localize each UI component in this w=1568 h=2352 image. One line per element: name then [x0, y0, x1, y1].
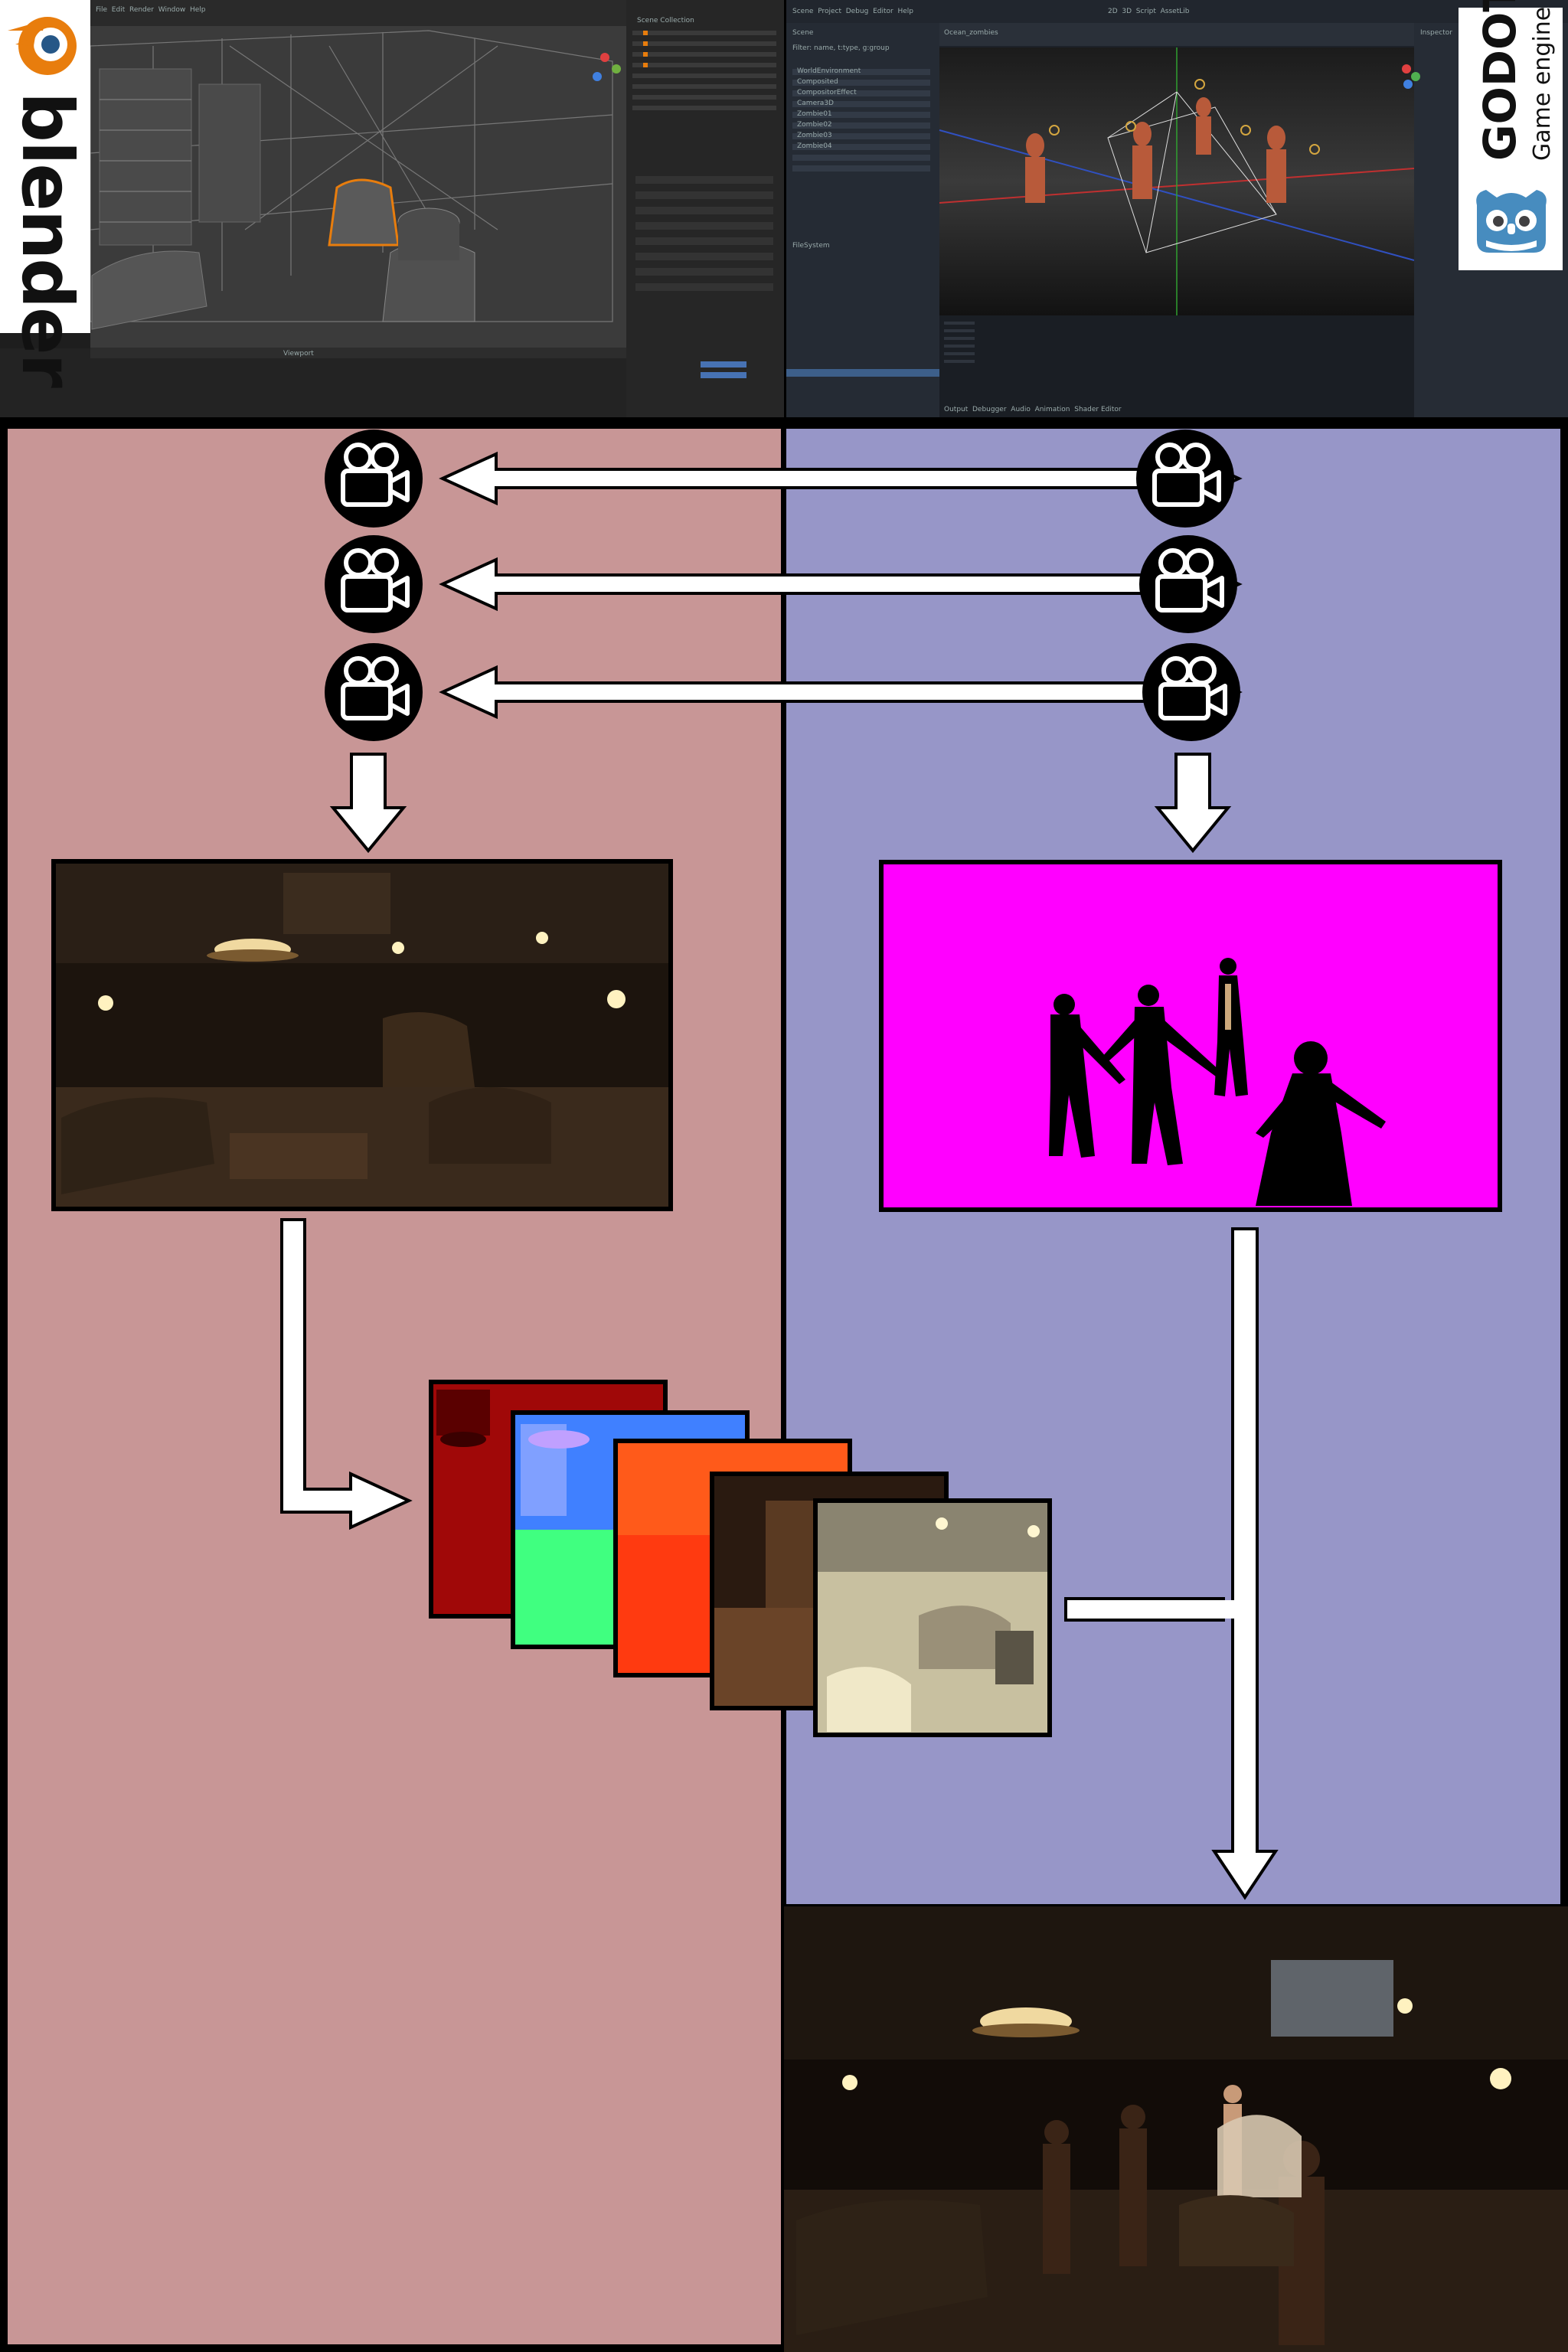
menu-window[interactable]: Window [158, 6, 186, 14]
tab-debugger[interactable]: Debugger [972, 406, 1007, 413]
godot-render-image [879, 860, 1502, 1212]
tree-item[interactable]: WorldEnvironment [797, 67, 861, 75]
tree-item[interactable]: Zombie03 [797, 132, 832, 139]
movie-camera-icon [325, 430, 423, 528]
tab-assetlib[interactable]: AssetLib [1160, 8, 1190, 15]
tab-shader-editor[interactable]: Shader Editor [1074, 406, 1122, 413]
tab-output[interactable]: Output [944, 406, 969, 413]
godot-top-tabs: 2D 3D Script AssetLib [1108, 8, 1189, 15]
menu-edit[interactable]: Edit [111, 6, 126, 14]
outliner-title: Scene Collection [637, 17, 694, 24]
final-composite-image [784, 1906, 1568, 2352]
tab-3d[interactable]: 3D [1122, 8, 1132, 15]
inspector-tab[interactable]: Inspector [1420, 29, 1452, 37]
tab-animation[interactable]: Animation [1034, 406, 1070, 413]
merge-connector [1064, 1597, 1225, 1622]
godot-menu: Scene Project Debug Editor Help [792, 8, 913, 15]
double-arrow-icon [441, 666, 1240, 718]
tab-audio[interactable]: Audio [1011, 406, 1031, 413]
scene-tree: WorldEnvironment Composited CompositorEf… [797, 67, 861, 153]
movie-camera-icon [325, 643, 423, 741]
godot-logo: GODOT Game engine [1459, 0, 1563, 270]
scene-filter-input[interactable]: Filter: name, t:type, g:group [792, 44, 890, 52]
double-arrow-icon [441, 558, 1240, 610]
menu-render[interactable]: Render [129, 6, 155, 14]
movie-camera-icon [1142, 643, 1240, 741]
menu-editor[interactable]: Editor [873, 8, 893, 15]
double-arrow-icon [441, 452, 1240, 505]
godot-screenshot: Scene Project Debug Editor Help 2D 3D Sc… [786, 0, 1568, 417]
tree-item[interactable]: Zombie01 [797, 110, 832, 118]
filesystem-title: FileSystem [792, 242, 830, 250]
blender-viewport [0, 0, 784, 417]
tree-item[interactable]: Zombie04 [797, 142, 832, 150]
viewport-footer-label: Viewport [283, 350, 314, 358]
scene-dock-tab[interactable]: Scene [792, 29, 814, 37]
blender-logo: blender [0, 0, 90, 387]
tree-item[interactable]: CompositorEffect [797, 89, 857, 96]
menu-scene[interactable]: Scene [792, 8, 814, 15]
menu-file[interactable]: File [96, 6, 108, 14]
godot-bottom-tabs: Output Debugger Audio Animation Shader E… [944, 406, 1122, 413]
movie-camera-icon [325, 535, 423, 633]
godot-editor [786, 0, 1568, 417]
menu-debug[interactable]: Debug [845, 8, 869, 15]
down-arrow-icon [1156, 753, 1230, 852]
tree-item[interactable]: Camera3D [797, 100, 834, 107]
blender-render-image [51, 859, 673, 1211]
connector-join [1220, 1600, 1235, 1619]
blender-menu: File Edit Render Window Help [96, 6, 206, 14]
blender-logo-icon [8, 17, 77, 75]
tree-item[interactable]: Zombie02 [797, 121, 832, 129]
tree-item[interactable]: Composited [797, 78, 838, 86]
godot-robot-icon [1476, 190, 1547, 253]
menu-project[interactable]: Project [818, 8, 841, 15]
menu-help[interactable]: Help [189, 6, 206, 14]
down-arrow-icon [332, 753, 405, 852]
render-pass-stack [429, 1380, 1052, 1737]
scene-doc-tab[interactable]: Ocean_zombies [944, 29, 998, 37]
movie-camera-icon [1139, 535, 1237, 633]
menu-help[interactable]: Help [897, 8, 913, 15]
tab-script[interactable]: Script [1135, 8, 1156, 15]
tab-2d[interactable]: 2D [1108, 8, 1118, 15]
blender-screenshot: File Edit Render Window Help Scene Colle… [0, 0, 784, 417]
down-arrow-icon [1211, 1227, 1279, 1900]
movie-camera-icon [1136, 430, 1234, 528]
elbow-arrow-icon [280, 1218, 413, 1530]
